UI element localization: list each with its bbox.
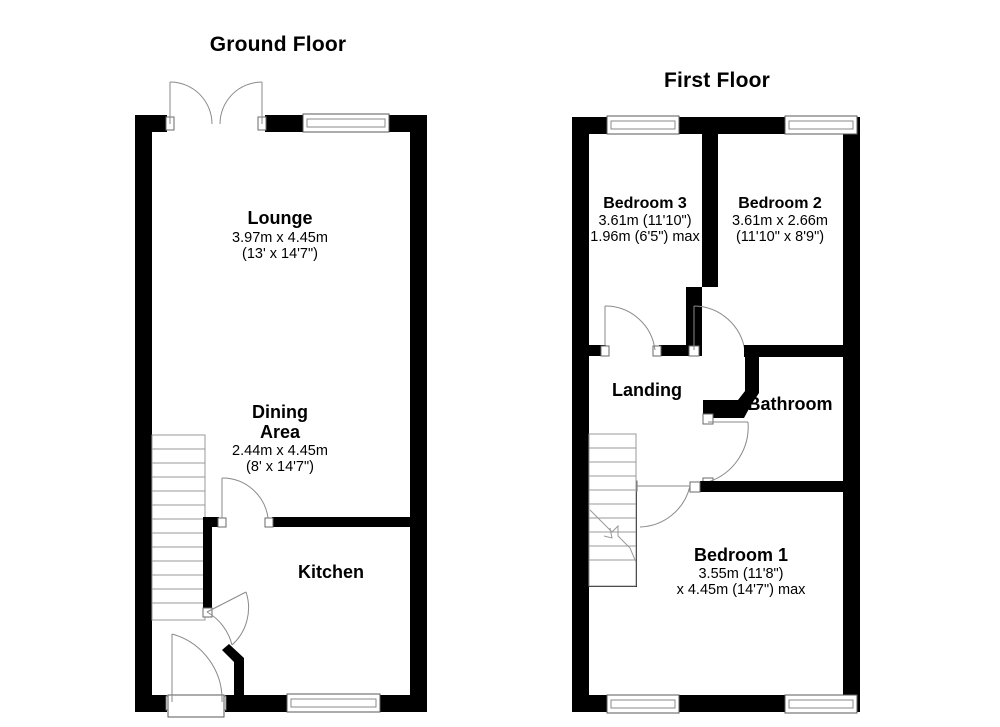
gf-window-kitchen-bar	[290, 698, 377, 708]
ff-door-bedroom3-arc	[604, 305, 656, 351]
first-floor-group: Bedroom 3 3.61m (11'10") 1.96m (6'5") ma…	[572, 69, 860, 714]
gf-double-door-arc-left	[169, 81, 213, 125]
ff-door-bedroom1-jamb-right	[689, 481, 701, 493]
gf-door-dining-kitchen-jamb-left	[217, 517, 227, 528]
gf-door-dining-kitchen-arc	[221, 477, 269, 519]
ground-floor-title: Ground Floor	[210, 33, 347, 56]
ff-window-bedroom1-left-bar	[610, 699, 676, 709]
gf-wall-left	[135, 115, 152, 712]
ff-wall-right	[843, 117, 860, 712]
gf-wall-kitchen-divider-stub	[203, 517, 219, 527]
first-floor-title: First Floor	[664, 69, 770, 92]
ff-window-bedroom1-right	[784, 694, 858, 714]
gf-window-lounge	[302, 113, 390, 133]
gf-door-understair-leaf	[206, 591, 247, 613]
ff-staircase	[588, 433, 637, 587]
ff-wall-bedroom3-bottom-left	[572, 345, 606, 356]
kitchen-name: Kitchen	[298, 562, 364, 582]
gf-door-entry-threshold	[167, 694, 225, 718]
gf-wall-top-mid	[265, 115, 307, 132]
ff-wall-bedroom1-top	[700, 481, 860, 492]
gf-wall-bottom-right-stub	[378, 695, 427, 712]
ff-wall-top-mid	[676, 117, 789, 134]
dining-area-dim-imperial: (8' x 14'7")	[246, 459, 314, 475]
gf-double-door-front	[165, 81, 267, 131]
lounge-dim-imperial: (13' x 14'7")	[242, 246, 318, 262]
ff-window-bedroom3	[606, 115, 680, 135]
gf-door-understair-arc	[231, 591, 250, 646]
ff-door-bathroom-arc	[707, 421, 749, 483]
lounge-dim-metric: 3.97m x 4.45m	[232, 230, 328, 246]
bedroom-3-dim-line2: 1.96m (6'5") max	[590, 229, 700, 245]
bedroom-1-dim-line2: x 4.45m (14'7") max	[677, 582, 807, 598]
bedroom-1-dim-line1: 3.55m (11'8")	[698, 566, 783, 582]
gf-door-entry	[165, 633, 227, 718]
ff-window-bedroom3-bar	[610, 120, 676, 130]
ff-wall-bottom-mid	[676, 695, 789, 712]
bedroom-3-dim-line1: 3.61m (11'10")	[598, 213, 691, 229]
gf-wall-stair-vertical	[203, 521, 212, 617]
ff-window-bedroom2-bar	[788, 120, 854, 130]
gf-door-understair-arc2	[206, 611, 233, 646]
ff-door-bedroom3-jamb-left	[600, 345, 610, 357]
lounge-name: Lounge	[248, 208, 313, 228]
gf-double-door-arc-right	[219, 81, 263, 125]
gf-door-entry-arc	[171, 633, 223, 703]
ff-door-bedroom3-jamb-right	[652, 345, 662, 357]
ff-door-bathroom	[702, 413, 749, 489]
ff-stair-direction-arrow-head	[603, 527, 613, 539]
gf-window-lounge-bar	[306, 118, 386, 128]
gf-staircase	[151, 434, 206, 621]
ff-wall-bathroom-angle-2	[703, 345, 759, 414]
ff-door-bedroom2	[688, 305, 746, 357]
bedroom-2-dim-line2: (11'10" x 8'9")	[736, 229, 824, 245]
gf-wall-kitchen-divider	[272, 517, 419, 527]
bedroom-2-name: Bedroom 2	[738, 195, 822, 212]
ff-wall-bedroom3-bedroom2	[702, 117, 718, 287]
gf-wall-right	[410, 115, 427, 712]
ff-stair-direction-arrow	[589, 509, 637, 563]
ground-floor-group: Lounge 3.97m x 4.45m (13' x 14'7") Dinin…	[135, 33, 427, 718]
bedroom-3-name: Bedroom 3	[603, 195, 687, 212]
ff-door-bedroom1	[626, 480, 701, 528]
landing-name: Landing	[612, 380, 682, 400]
ff-window-bedroom1-right-bar	[788, 699, 854, 709]
ff-wall-left	[572, 117, 589, 712]
dining-area-name-line2: Area	[260, 422, 301, 442]
bedroom-1-name: Bedroom 1	[694, 545, 788, 565]
bedroom-2-dim-line1: 3.61m x 2.66m	[732, 213, 828, 229]
gf-wall-top-left-stub	[135, 115, 167, 132]
gf-wall-top-right-stub	[387, 115, 427, 132]
gf-door-dining-kitchen-jamb-right	[264, 517, 274, 528]
ff-door-bedroom1-arc	[639, 485, 691, 528]
bathroom-name: Bathroom	[748, 394, 833, 414]
dining-area-dim-metric: 2.44m x 4.45m	[232, 443, 328, 459]
ff-wall-bottom-left-stub	[572, 695, 610, 712]
ff-wall-bedroom3-bottom-right	[659, 345, 702, 356]
gf-wall-bottom-mid	[225, 695, 289, 712]
ff-wall-bathroom-top	[744, 345, 860, 357]
ff-wall-top-left-stub	[572, 117, 610, 134]
ff-staircase-outline	[588, 433, 637, 587]
ff-window-bedroom2	[784, 115, 858, 135]
ff-door-bathroom-jamb-top	[702, 413, 714, 425]
gf-window-kitchen	[286, 693, 381, 713]
ff-door-bedroom2-arc	[693, 305, 746, 353]
gf-wall-bottom-left-stub	[135, 695, 167, 712]
gf-door-understair	[202, 591, 250, 646]
ff-window-bedroom1-left	[606, 694, 680, 714]
ff-door-bedroom3	[600, 305, 662, 357]
gf-wall-entry-angle	[222, 644, 244, 695]
gf-door-dining-kitchen	[217, 477, 274, 528]
dining-area-name-line1: Dining	[252, 402, 308, 422]
